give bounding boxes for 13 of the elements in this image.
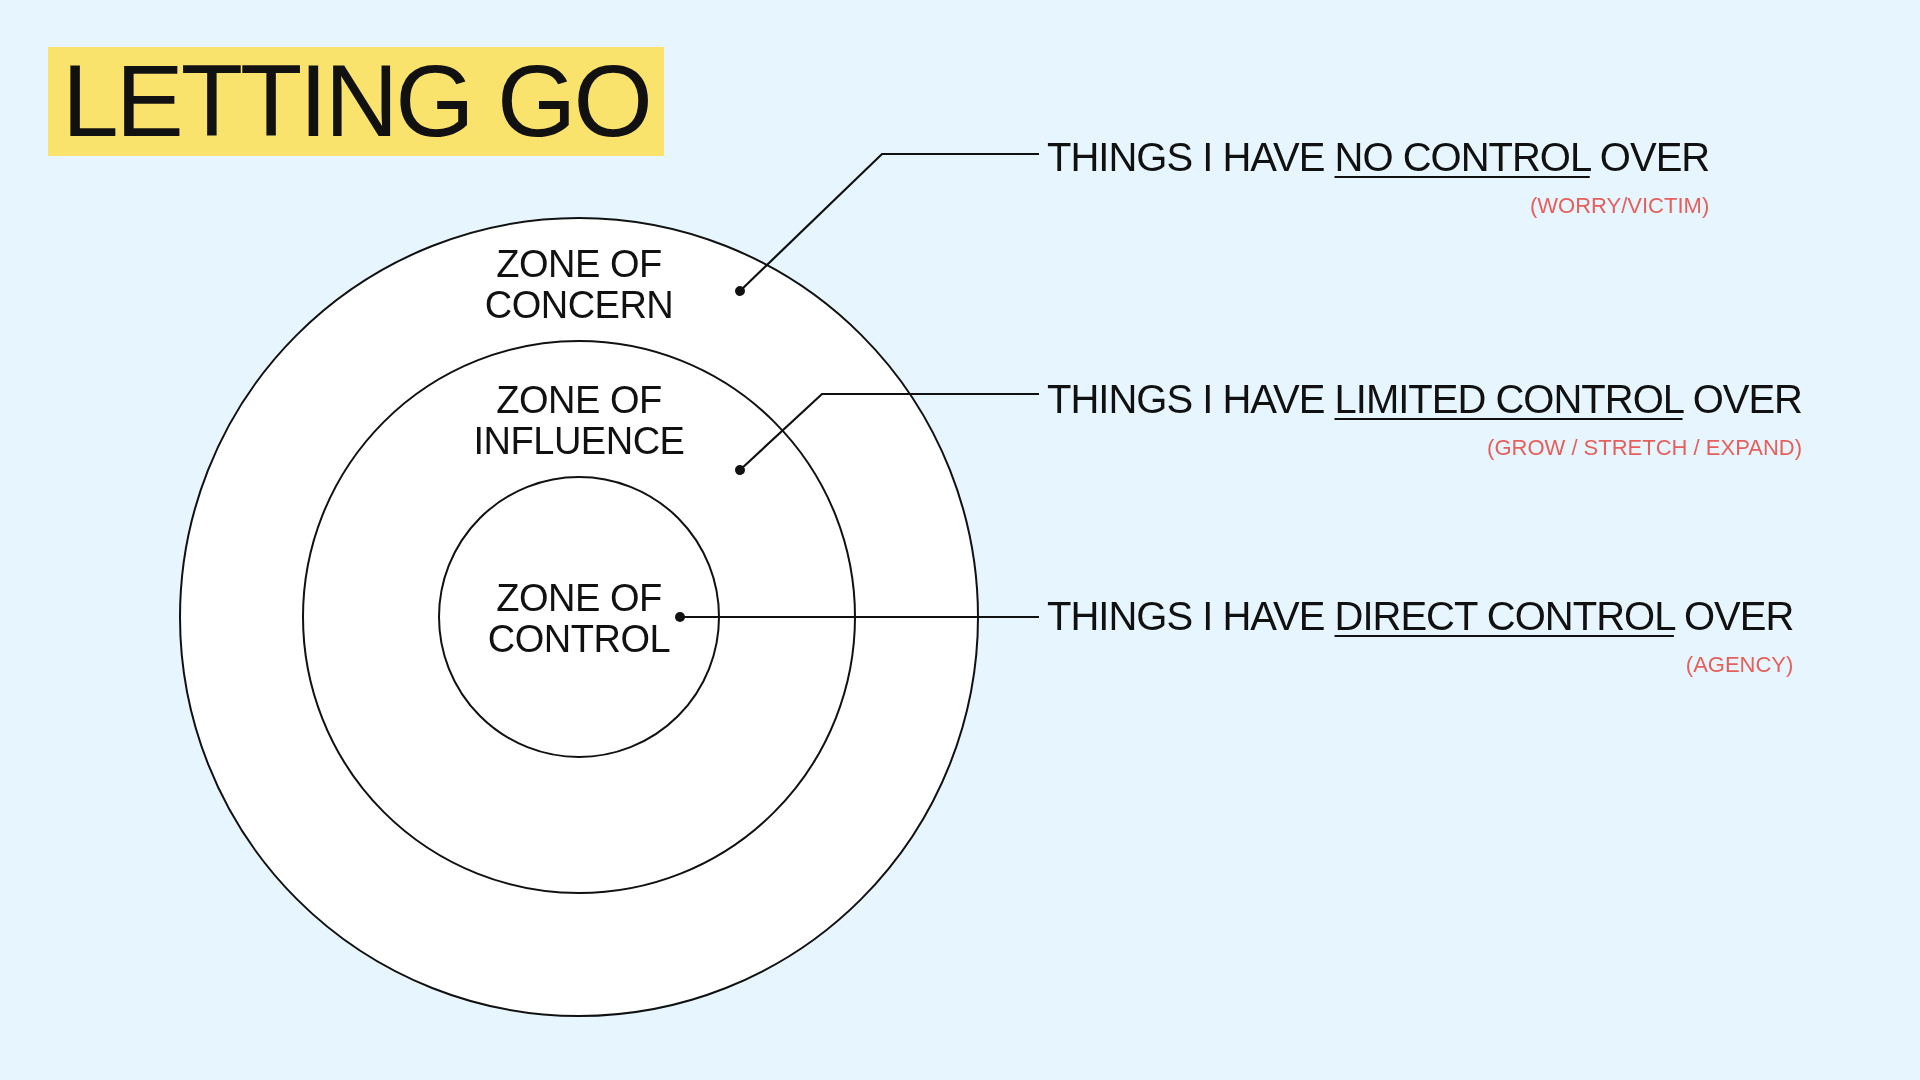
zone-label: ZONE OF INFLUENCE — [472, 380, 686, 462]
leader-line — [675, 612, 1039, 622]
statement-text: THINGS I HAVE DIRECT CONTROL OVER — [1047, 593, 1794, 639]
note-text: (AGENCY) — [1685, 652, 1794, 678]
statement-text: THINGS I HAVE LIMITED CONTROL OVER — [1047, 376, 1802, 422]
zone-label: ZONE OF CONCERN — [483, 244, 675, 326]
zone-label: ZONE OF CONTROL — [487, 578, 671, 660]
note-text: (GROW / STRETCH / EXPAND) — [1487, 435, 1802, 461]
leader-line — [735, 152, 1039, 296]
leader-line — [735, 392, 1039, 475]
statement-text: THINGS I HAVE NO CONTROL OVER — [1047, 134, 1710, 180]
note-text: (WORRY/VICTIM) — [1529, 193, 1710, 219]
page-title: LETTING GO — [48, 47, 664, 156]
